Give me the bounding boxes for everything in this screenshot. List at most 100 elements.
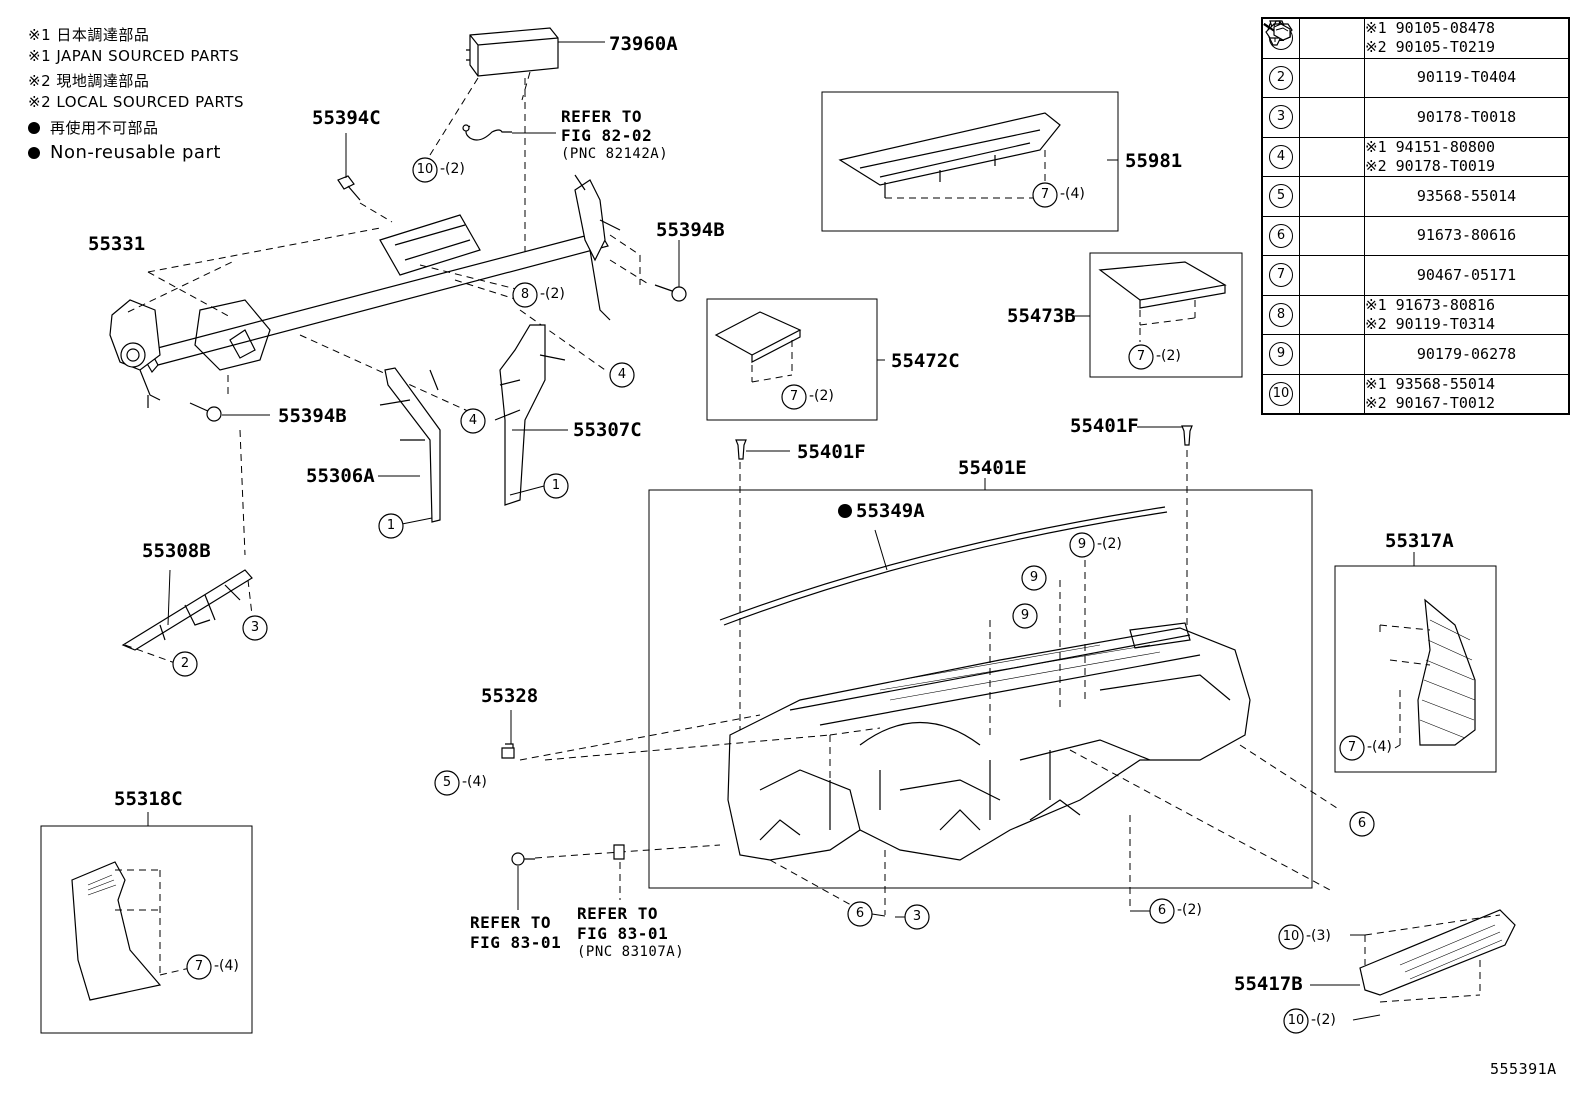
- label-55349A: 55349A: [838, 500, 925, 522]
- label-55308B: 55308B: [142, 540, 211, 562]
- leader-10c: [1352, 1014, 1381, 1021]
- bolt-55394B-left-drawing: [189, 402, 270, 422]
- fastener-icon-cell: [1263, 23, 1365, 256]
- fastener-row: 10 ※1 93568-55014※2 90167-T0012: [1261, 23, 1570, 415]
- clip-55328-drawing: [501, 710, 515, 759]
- leader-6a: [871, 913, 886, 917]
- fastener-pn-japan: ※1 94151-80800: [1365, 137, 1495, 156]
- legend-local-jp: ※2 現地調達部品: [28, 72, 150, 90]
- fastener-number-cell: 8: [1261, 294, 1300, 335]
- callout-1-right: 1: [551, 478, 561, 493]
- fastener-row: 6 91673-80616: [1261, 23, 1570, 256]
- fastener-number: 9: [1269, 342, 1293, 367]
- box-55401E: [648, 489, 1313, 889]
- callout-7-55981: 7: [1040, 187, 1050, 202]
- label-55472C: 55472C: [891, 350, 960, 372]
- callout-10-bracket-top: 10: [1282, 929, 1300, 944]
- fastener-partnumber-cell: 91673-80616: [1364, 215, 1570, 256]
- qty-6-bottom-right: -(2): [1177, 902, 1202, 918]
- clip-55401F-left-drawing: [735, 439, 790, 745]
- fastener-number-cell: 4: [1261, 136, 1300, 177]
- fastener-pn-local: ※2 90167-T0012: [1365, 393, 1495, 412]
- qty-7-55473B: -(2): [1156, 348, 1181, 364]
- fastener-icon-cell: [1263, 23, 1365, 335]
- callout-9-low: 9: [1020, 608, 1030, 623]
- fastener-pn: 90119-T0404: [1416, 68, 1517, 87]
- label-55473B: 55473B: [1007, 305, 1076, 327]
- fastener-number: 5: [1269, 184, 1293, 209]
- clip-55401F-right-drawing: [1137, 425, 1193, 630]
- brace-55306A-drawing: [378, 367, 441, 525]
- fastener-number-cell: 7: [1261, 255, 1300, 296]
- fastener-row: 4 ※1 94151-80800※2 90178-T0019: [1261, 21, 1570, 177]
- label-55394C: 55394C: [312, 107, 381, 129]
- callout-1-left: 1: [386, 518, 396, 533]
- fastener-pn: 90178-T0018: [1416, 107, 1517, 126]
- label-55401F-left: 55401F: [797, 441, 866, 463]
- fastener-number-cell: 10: [1261, 373, 1300, 415]
- refer-3-line1: REFER TO: [577, 904, 659, 923]
- fastener-partnumber-cell: 90467-05171: [1364, 255, 1570, 296]
- fastener-partnumber-cell: ※1 93568-55014※2 90167-T0012: [1364, 373, 1570, 415]
- fastener-row: 9 90179-06278: [1261, 20, 1570, 375]
- callout-7-55317A: 7: [1347, 740, 1357, 755]
- callout-8: 8: [520, 287, 530, 302]
- label-55401E: 55401E: [958, 457, 1027, 479]
- fastener-table: 1※1 90105-08478※2 90105-T0219290119-T040…: [1261, 17, 1570, 415]
- callout-10-module: 10: [416, 162, 434, 177]
- label-55349A-text: 55349A: [856, 500, 925, 522]
- label-55331: 55331: [88, 233, 146, 255]
- fastener-number: 8: [1269, 302, 1293, 327]
- fastener-row: 8 ※1 91673-80816※2 90119-T0314: [1261, 23, 1570, 335]
- refer-2-line1: REFER TO: [470, 913, 552, 932]
- fastener-icon-cell: [1265, 20, 1365, 375]
- fastener-pn-local: ※2 90178-T0019: [1365, 156, 1495, 175]
- qty-5: -(4): [462, 774, 487, 790]
- callout-4-center: 4: [468, 413, 478, 428]
- legend-nonreusable-en-text: Non-reusable part: [50, 142, 221, 163]
- fastener-icon-cell: [1266, 21, 1365, 177]
- callout-4-right: 4: [617, 367, 627, 382]
- qty-10-bracket-top: -(3): [1306, 928, 1331, 944]
- fastener-row: 1※1 90105-08478※2 90105-T0219: [1261, 17, 1570, 59]
- fastener-partnumber-cell: 90178-T0018: [1364, 97, 1570, 138]
- fastener-pn: 90467-05171: [1416, 265, 1517, 284]
- qty-7-55981: -(4): [1060, 186, 1085, 202]
- module-73960A-drawing: [429, 27, 605, 268]
- panel-55981-drawing: [838, 112, 1118, 199]
- figure-id: 555391A: [1490, 1060, 1557, 1078]
- fastener-pn: 90179-06278: [1416, 344, 1517, 363]
- fastener-pn-local: ※2 90119-T0314: [1365, 314, 1495, 333]
- label-55306A: 55306A: [306, 465, 375, 487]
- legend-nonreusable-en: Non-reusable part: [28, 142, 221, 163]
- box-55317A: [1334, 565, 1497, 773]
- fastener-number-cell: 6: [1261, 215, 1300, 256]
- fastener-partnumber-cell: ※1 94151-80800※2 90178-T0019: [1364, 136, 1570, 177]
- fastener-icon-cell: [1263, 23, 1365, 415]
- refer-1-line2: FIG 82-02: [561, 126, 653, 145]
- fastener-number-cell: 9: [1261, 334, 1300, 375]
- callout-5: 5: [442, 775, 452, 790]
- fastener-number: 4: [1269, 144, 1293, 169]
- callout-7-55473B: 7: [1136, 349, 1146, 364]
- fastener-partnumber-cell: ※1 91673-80816※2 90119-T0314: [1364, 294, 1570, 335]
- bolt-refer-left-drawing: [511, 852, 535, 910]
- clip-refer-right-drawing: [613, 844, 625, 860]
- label-55981: 55981: [1125, 150, 1183, 172]
- fastener-icon-cell: [1268, 20, 1365, 296]
- panel-55473B-drawing: [1074, 261, 1227, 342]
- label-73960A: 73960A: [609, 33, 678, 55]
- fastener-icon-cell: [1263, 17, 1365, 59]
- legend-nonreusable-jp: 再使用不可部品: [28, 117, 159, 138]
- legend-local-en: ※2 LOCAL SOURCED PARTS: [28, 93, 244, 111]
- fastener-table-body: 1※1 90105-08478※2 90105-T0219290119-T040…: [1261, 17, 1570, 415]
- fastener-pn-japan: ※1 93568-55014: [1365, 374, 1495, 393]
- fastener-pn-japan: ※1 90105-08478: [1365, 19, 1495, 38]
- bracket-55308B-drawing: [121, 569, 253, 664]
- callout-7-55318C: 7: [194, 959, 204, 974]
- refer-1-line3: (PNC 82142A): [561, 146, 669, 162]
- instrument-panel-drawing: [727, 622, 1251, 861]
